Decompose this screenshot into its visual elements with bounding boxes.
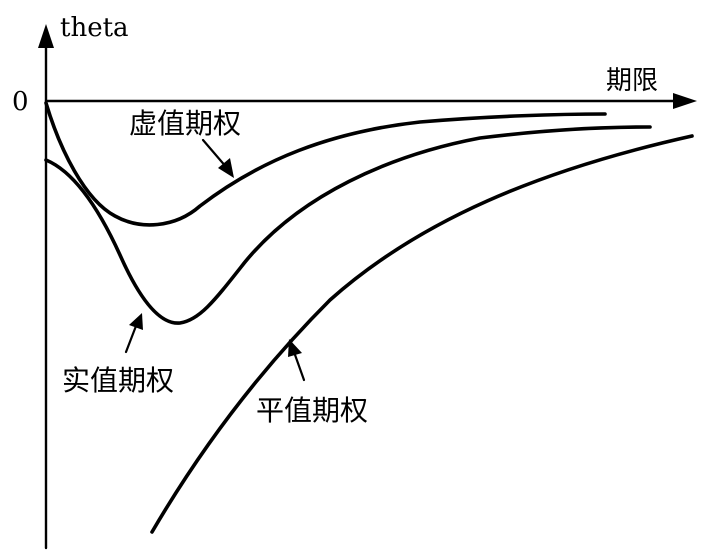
x-axis-label: 期限: [606, 66, 658, 96]
otm-theta-curve: [44, 101, 607, 227]
otm-pointer-line: [201, 138, 229, 170]
origin-label: 0: [12, 87, 29, 117]
atm-pointer-arrowhead: [288, 339, 302, 357]
itm-theta-curve: [44, 125, 652, 325]
atm-label: 平值期权: [256, 394, 368, 427]
itm-pointer-line: [124, 324, 138, 354]
itm-label: 实值期权: [62, 364, 174, 397]
y-axis-label: theta: [60, 13, 129, 43]
otm-label: 虚值期权: [129, 107, 241, 140]
x-axis-arrowhead: [673, 93, 697, 109]
atm-theta-curve: [150, 134, 694, 534]
atm-pointer-line: [292, 350, 306, 382]
otm-pointer-arrowhead: [218, 158, 234, 178]
y-axis-arrowhead: [38, 24, 54, 48]
itm-pointer-arrowhead: [129, 313, 143, 330]
